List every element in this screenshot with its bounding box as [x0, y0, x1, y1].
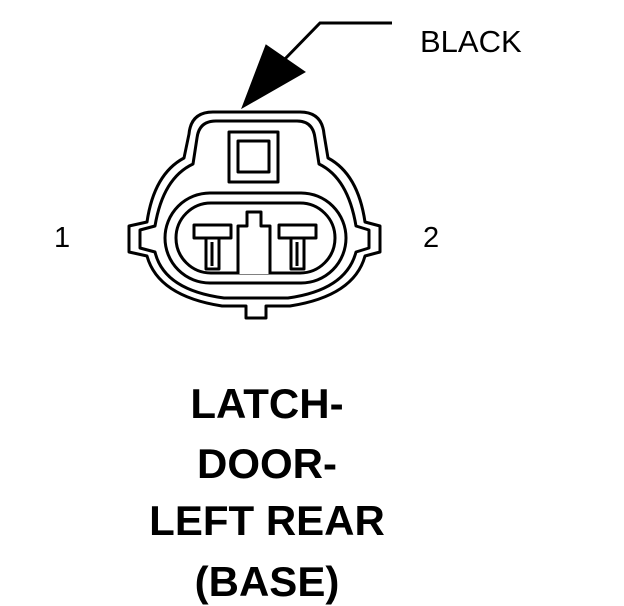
housing-inner-outline [138, 119, 371, 300]
terminal-pin-2 [277, 223, 318, 271]
leader-line [280, 21, 392, 64]
arrowhead [241, 44, 306, 110]
mating-face-outer [163, 191, 348, 285]
housing-outer-outline [127, 110, 382, 320]
terminal-pin-1 [192, 223, 233, 271]
title-line-1: LATCH- [190, 380, 344, 427]
locking-tab-inner [236, 139, 271, 174]
terminals [192, 210, 318, 274]
pin-1-label: 1 [54, 222, 71, 254]
pin-2-label: 2 [423, 222, 440, 254]
title-line-3: LEFT REAR [149, 497, 385, 544]
locking-tab [227, 130, 280, 184]
wire-color-label: BLACK [420, 24, 522, 59]
leader-arrow [241, 21, 392, 110]
title-line-2: DOOR- [197, 440, 337, 487]
center-key [236, 210, 272, 274]
title-line-4: (BASE) [194, 558, 340, 605]
